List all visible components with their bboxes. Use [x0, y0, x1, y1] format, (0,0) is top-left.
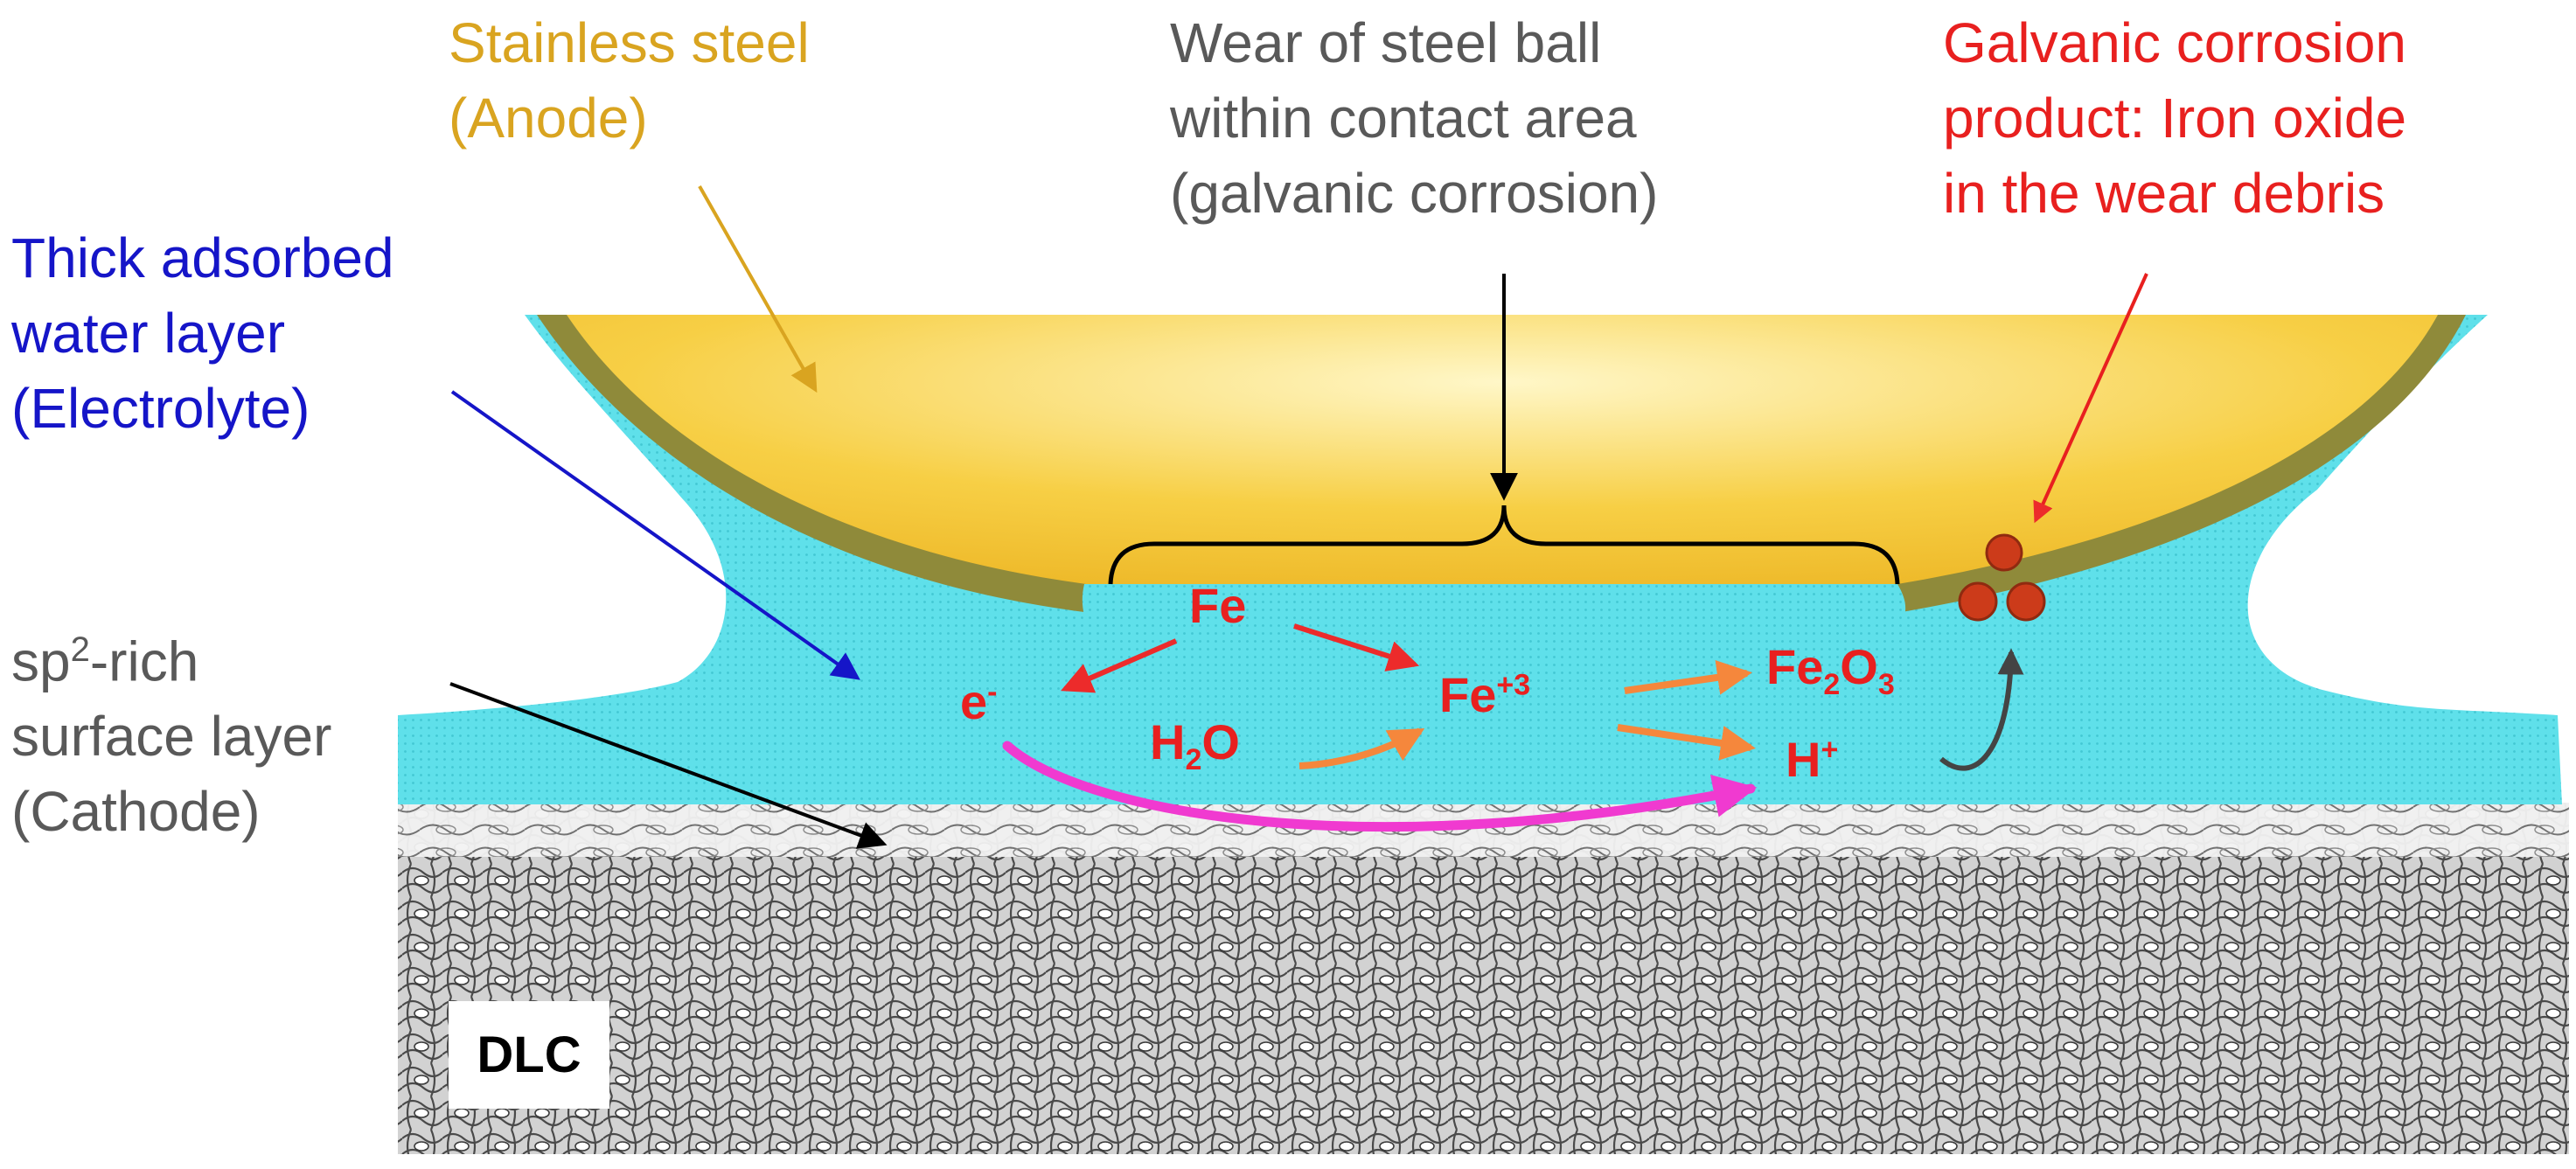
arrow-fe-to-electron — [1061, 638, 1178, 693]
fe-species: Fe — [1189, 578, 1247, 633]
proton-species: H+ — [1786, 732, 1839, 787]
arrow-electron-to-proton — [1002, 741, 1758, 832]
stainless-steel-label: Stainless steel (Anode) — [449, 11, 810, 150]
product-pointer-arrow — [2033, 273, 2148, 524]
sp2-surface-layer — [398, 803, 2569, 857]
arrow-fe3-to-fe2o3 — [1624, 660, 1752, 695]
fe2o3-species: Fe2O3 — [1766, 639, 1895, 702]
contact-area-brace — [1108, 504, 1900, 585]
water-pointer-arrow — [450, 390, 860, 680]
arrow-fe-to-fe3 — [1293, 623, 1420, 671]
arrow-oxide-to-debris — [1939, 648, 2024, 771]
galvanic-product-label: Galvanic corrosion product: Iron oxide i… — [1943, 11, 2407, 225]
steel-pointer-arrow — [698, 185, 818, 393]
debris-particle — [1958, 581, 1998, 622]
arrow-water-to-fe3 — [1298, 727, 1425, 769]
electron-species: e- — [960, 674, 998, 729]
debris-particle — [1985, 533, 2023, 572]
dlc-substrate — [398, 803, 2569, 1154]
dlc-label: DLC — [477, 1026, 581, 1083]
dlc-label-box: DLC — [449, 1001, 609, 1109]
arrow-fe3-to-proton — [1617, 724, 1756, 761]
fe3-species: Fe+3 — [1439, 667, 1531, 722]
water-species: H2O — [1150, 714, 1240, 777]
sp2-pointer-arrow — [449, 682, 888, 849]
wear-contact-area — [1082, 584, 1906, 623]
water-layer-label: Thick adsorbed water layer (Electrolyte) — [11, 226, 394, 440]
sp2-layer-label: sp2-rich surface layer (Cathode) — [11, 630, 332, 844]
debris-particle — [2006, 581, 2046, 622]
wear-label: Wear of steel ball within contact area (… — [1170, 11, 1659, 225]
